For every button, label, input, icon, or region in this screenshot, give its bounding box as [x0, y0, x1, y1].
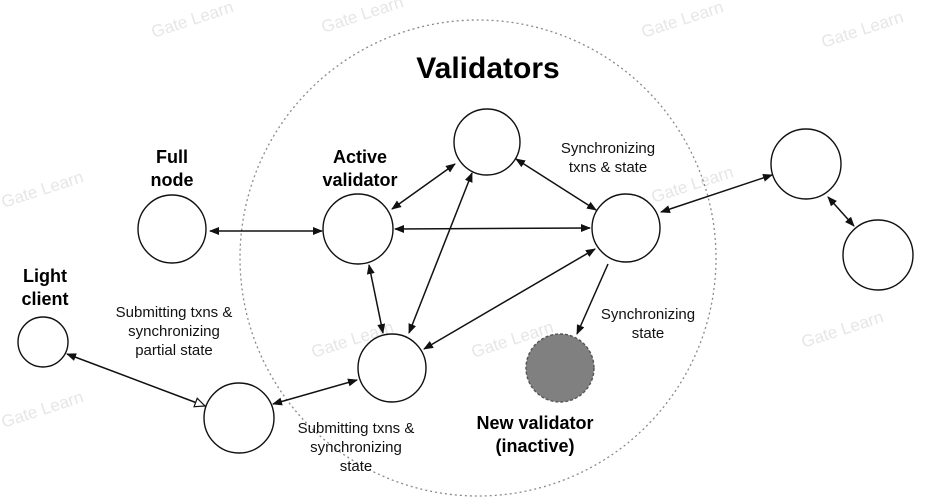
light-client-circle [17, 316, 69, 368]
edge-label-sync-txns-state: Synchronizing txns & state [560, 140, 656, 176]
edge-active-bottom [366, 264, 386, 334]
edge-top-bottom [408, 172, 473, 334]
edge-label-submitting-partial: Submitting txns & synchronizing partial … [115, 304, 233, 359]
edge-right-new [576, 263, 609, 335]
edge-label-sync-state: Synchronizing state [600, 306, 696, 342]
far-node-bottom-circle [842, 219, 914, 291]
validator-bottom-circle [357, 333, 427, 403]
active-validator-label: Active validator [322, 147, 398, 190]
full-node-bottom-circle [203, 382, 275, 454]
full-node-circle [137, 194, 207, 264]
far-node-top-circle [770, 128, 842, 200]
full-node-label: Full node [150, 147, 194, 190]
validator-right-circle [591, 193, 661, 263]
edge-farnode-farnode [827, 196, 855, 227]
validator-top-circle [453, 108, 521, 176]
diagram-title: Validators [416, 52, 560, 85]
light-client-label: Light client [21, 266, 69, 309]
edge-top-right [515, 158, 597, 211]
active-validator-circle [322, 193, 394, 265]
edge-active-right [394, 224, 591, 233]
validators-boundary [239, 19, 717, 497]
edge-bottom-leftbottom [272, 378, 358, 406]
edge-right-bottom [423, 248, 596, 350]
new-validator-circle [525, 333, 595, 403]
new-validator-label: New validator (inactive) [476, 413, 594, 456]
edge-light-leftbottom [67, 353, 205, 406]
edge-label-submitting-state: Submitting txns & synchronizing state [297, 420, 415, 475]
edge-right-farnode [660, 174, 773, 213]
